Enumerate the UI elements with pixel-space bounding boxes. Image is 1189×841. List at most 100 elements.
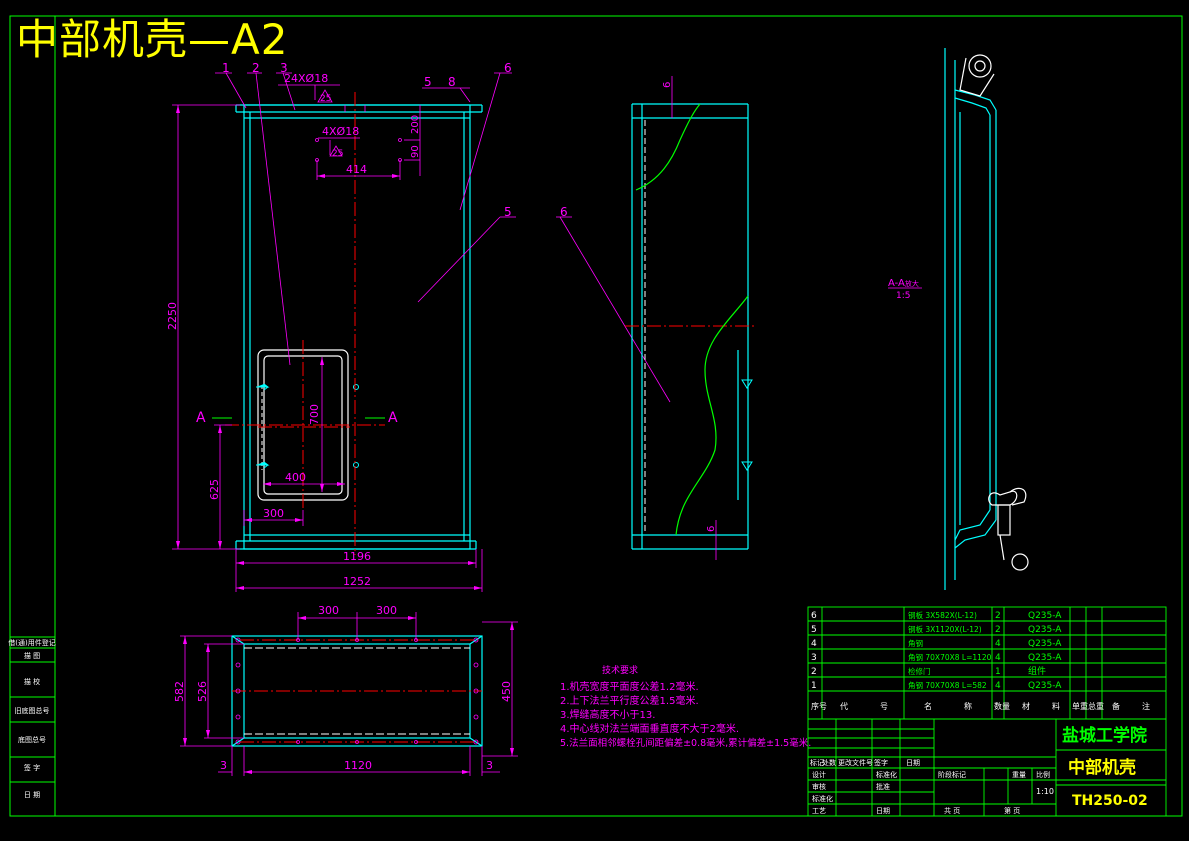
- tb-scale: 1:10: [1036, 787, 1054, 796]
- parts-header-0: 序号: [811, 701, 827, 711]
- tech-item-3: 3.焊缝高度不小于13.: [560, 708, 655, 721]
- tb-date-2: 日期: [876, 807, 890, 815]
- parts-row-1-spec: 钢板 3X582X(L-12): [908, 610, 977, 620]
- tb-count: 处数: [822, 758, 836, 767]
- tb-sheet: 第 页: [1004, 806, 1020, 815]
- parts-row-3-material: Q235-A: [1028, 639, 1062, 649]
- tb-review: 标准化: [812, 794, 833, 803]
- tech-item-1: 1.机壳宽度平面度公差1.2毫米.: [560, 680, 699, 693]
- dim-625: 625: [208, 479, 221, 500]
- hole-note-24x18: 24XØ18: [284, 72, 328, 85]
- tech-requirements: 技术要求 1.机壳宽度平面度公差1.2毫米. 2.上下法兰平行度公差1.5毫米.…: [560, 664, 811, 749]
- section-mark-left: A: [196, 410, 206, 426]
- plan-dim-526: 526: [196, 681, 209, 702]
- leader-label-3: 3: [280, 61, 288, 75]
- left-strip-cell-3: 描 校: [24, 677, 40, 686]
- section-scale: 1:5: [896, 291, 910, 301]
- side-dim-6-bottom: 6: [706, 526, 717, 532]
- tb-mark: 标记: [810, 758, 824, 767]
- tb-drawing-no: TH250-02: [1072, 793, 1148, 809]
- side-view: 6 6: [625, 76, 755, 560]
- tb-standard: 标准化: [876, 770, 897, 779]
- tb-stage-mark: 阶段标记: [938, 770, 966, 779]
- parts-row-1-no: 6: [811, 611, 817, 621]
- left-strip-cell-2: 描 图: [24, 651, 40, 660]
- leader-label-5: 5: [504, 205, 512, 219]
- parts-row-2-no: 5: [811, 625, 817, 635]
- tb-approve: 批准: [876, 782, 890, 791]
- dim-414: 414: [346, 163, 367, 176]
- front-view: 1 2 3 6 5 6 24XØ18 25 4XØ18 25 5 8 414 4…: [166, 61, 671, 592]
- parts-row-6-spec: 角钢 70X70X8 L=582: [908, 680, 987, 690]
- plan-dim-300b: 300: [376, 604, 397, 617]
- leader-label-2: 2: [252, 61, 260, 75]
- left-strip-cell-7: 日 期: [24, 791, 40, 799]
- parts-header-2: 号: [880, 702, 888, 711]
- tech-heading: 技术要求: [602, 664, 638, 676]
- tb-scale-label: 比例: [1036, 770, 1050, 779]
- drawing-title: 中部机壳—A2: [16, 15, 289, 64]
- dim-2250: 2250: [166, 302, 179, 330]
- dim-300: 300: [263, 507, 284, 520]
- side-dim-6-top: 6: [662, 82, 673, 88]
- tech-item-4: 4.中心线对法兰端面垂直度不大于2毫米.: [560, 722, 739, 735]
- parts-row-6-no: 1: [811, 681, 817, 691]
- section-view: A-A放大 1:5: [888, 48, 1029, 590]
- parts-header-1: 代: [840, 701, 848, 711]
- parts-header-10: 备: [1112, 701, 1120, 711]
- dim-400: 400: [285, 471, 306, 484]
- tech-item-2: 2.上下法兰平行度公差1.5毫米.: [560, 694, 699, 707]
- parts-header-11: 注: [1142, 701, 1150, 711]
- left-strip-cell-6: 签 字: [24, 763, 40, 772]
- section-label: A-A放大: [888, 278, 919, 289]
- dim-1196: 1196: [343, 550, 371, 563]
- plan-dim-3b: 3: [486, 759, 493, 772]
- section-mark-right: A: [388, 410, 398, 426]
- tb-process: 工艺: [812, 807, 826, 815]
- parts-header-5: 数量: [994, 701, 1010, 711]
- parts-row-5-qty: 1: [995, 667, 1001, 677]
- parts-row-1-qty: 2: [995, 611, 1001, 621]
- leader-label-6: 6: [504, 61, 512, 75]
- parts-header-3: 名: [924, 701, 932, 711]
- left-strip-cell-1: 借(通)用件登记: [8, 638, 55, 647]
- parts-row-5-spec: 检修门: [908, 666, 931, 676]
- parts-row-5-no: 2: [811, 667, 817, 677]
- weld-angle-5: 5: [424, 75, 432, 89]
- dim-1252: 1252: [343, 575, 371, 588]
- weld-symbol-mid: 25: [332, 149, 343, 159]
- parts-row-4-qty: 4: [995, 653, 1001, 663]
- tb-sheets: 共 页: [944, 806, 960, 815]
- parts-row-4-material: Q235-A: [1028, 653, 1062, 663]
- tb-sign: 签字: [874, 758, 888, 767]
- parts-header-4: 称: [964, 701, 972, 711]
- parts-row-1-material: Q235-A: [1028, 611, 1062, 621]
- parts-header-8: 单重: [1072, 701, 1088, 711]
- parts-header-7: 料: [1052, 701, 1060, 711]
- tech-item-5: 5.法兰面相邻螺栓孔间距偏差±0.8毫米,累计偏差±1.5毫米.: [560, 737, 811, 749]
- parts-list: [807, 606, 1167, 720]
- tb-design: 设计: [812, 770, 826, 779]
- tb-check: 审核: [812, 782, 826, 791]
- parts-row-2-qty: 2: [995, 625, 1001, 635]
- parts-row-3-spec: 角钢: [908, 638, 923, 648]
- tb-weight: 重量: [1012, 771, 1026, 779]
- parts-row-6-qty: 4: [995, 681, 1001, 691]
- plan-view: 300 300 1120 3 3 582 526 450: [173, 604, 518, 776]
- plan-dim-582: 582: [173, 681, 186, 702]
- parts-header-9: 总重: [1088, 701, 1104, 711]
- hole-note-4x18: 4XØ18: [322, 125, 359, 138]
- parts-row-5-material: 组件: [1028, 665, 1046, 677]
- side-leader-label-6: 6: [560, 205, 568, 219]
- dim-200: 200: [410, 115, 421, 134]
- dim-90: 90: [410, 145, 421, 158]
- left-strip-cell-5: 底图总号: [18, 735, 46, 744]
- parts-row-2-material: Q235-A: [1028, 625, 1062, 635]
- left-strip-cell-4: 旧底图总号: [15, 706, 50, 715]
- tb-part-name: 中部机壳: [1068, 757, 1136, 778]
- parts-row-4-no: 3: [811, 653, 817, 663]
- plan-dim-3a: 3: [220, 759, 227, 772]
- plan-dim-450: 450: [500, 681, 513, 702]
- dim-700: 700: [308, 404, 321, 425]
- tb-date: 日期: [906, 759, 920, 767]
